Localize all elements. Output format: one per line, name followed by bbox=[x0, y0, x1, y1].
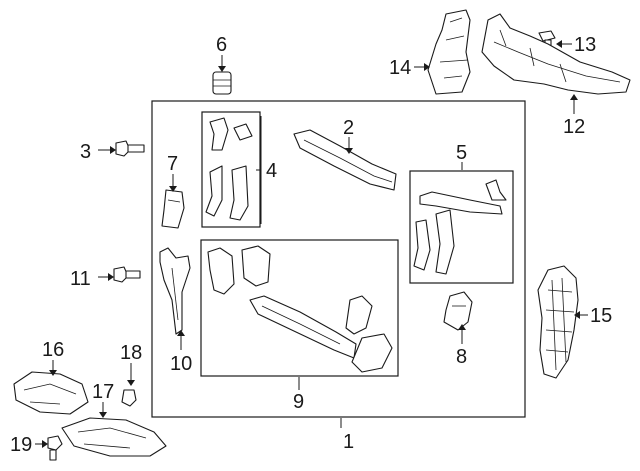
part-18-clip bbox=[121, 389, 137, 407]
callout-1: 1 bbox=[343, 431, 354, 453]
callout-15: 15 bbox=[590, 305, 612, 327]
part-19-bolt bbox=[47, 435, 63, 461]
callout-2: 2 bbox=[343, 117, 354, 139]
callout-14: 14 bbox=[389, 57, 411, 79]
callout-19: 19 bbox=[10, 434, 32, 456]
part-5-brackets bbox=[413, 179, 507, 275]
part-8-bracket bbox=[443, 291, 473, 331]
callout-8: 8 bbox=[456, 346, 467, 368]
group-9-frame bbox=[200, 239, 399, 377]
callout-4: 4 bbox=[266, 160, 277, 182]
part-4-brackets bbox=[205, 117, 253, 221]
main-assembly-frame bbox=[151, 100, 526, 418]
callout-16: 16 bbox=[42, 339, 64, 361]
callout-17: 17 bbox=[92, 381, 114, 403]
part-10-side-support bbox=[159, 247, 191, 335]
callout-13: 13 bbox=[574, 34, 596, 56]
callout-10: 10 bbox=[170, 353, 192, 375]
leader-lines bbox=[35, 40, 588, 448]
callout-5: 5 bbox=[456, 142, 467, 164]
part-6-grommet bbox=[212, 71, 232, 95]
part-14-side-seal bbox=[427, 9, 471, 95]
part-11-bolt bbox=[113, 266, 141, 283]
part-2-upper-support bbox=[293, 129, 397, 191]
part-12-radiator-cover bbox=[481, 13, 631, 95]
callout-11: 11 bbox=[70, 268, 91, 290]
part-15-side-deflector bbox=[537, 265, 579, 379]
callout-6: 6 bbox=[216, 34, 227, 56]
callout-7: 7 bbox=[167, 153, 178, 175]
part-9-lower-support bbox=[207, 245, 393, 373]
callout-3: 3 bbox=[80, 141, 91, 163]
group-5-frame bbox=[409, 170, 514, 284]
callout-18: 18 bbox=[120, 342, 142, 364]
callout-12: 12 bbox=[563, 116, 585, 138]
part-3-bolt bbox=[115, 140, 145, 157]
callout-9: 9 bbox=[293, 391, 304, 413]
part-7-bracket bbox=[161, 189, 185, 229]
part-16-under-cover bbox=[13, 371, 89, 415]
part-17-under-cover bbox=[61, 417, 167, 457]
